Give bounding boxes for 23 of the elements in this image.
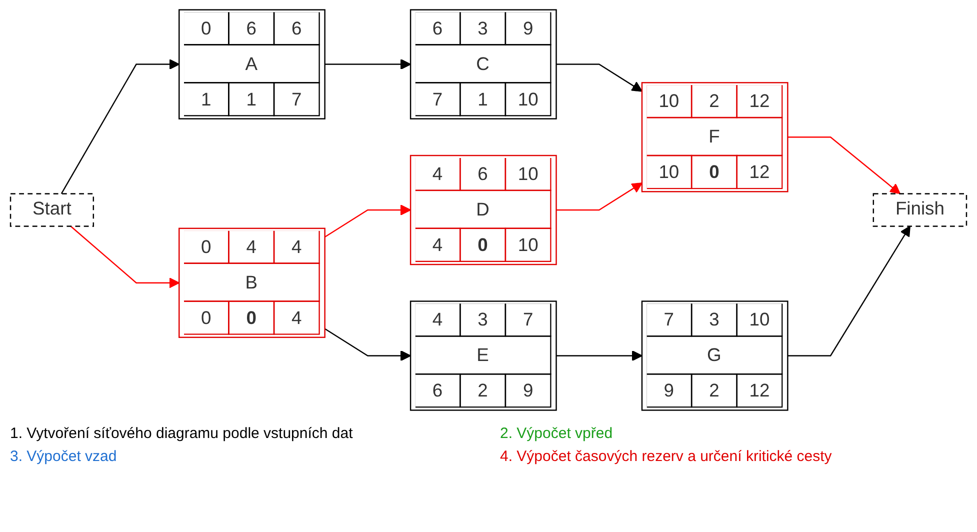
node-box: Finish xyxy=(872,193,968,227)
node-box: 4 3 7 E 6 2 9 xyxy=(410,300,557,411)
node-box: 4 6 10 D 4 0 10 xyxy=(410,154,557,266)
arrow xyxy=(324,204,412,238)
arrow xyxy=(60,58,180,194)
step-note: 2. Výpočet vpřed xyxy=(500,425,614,442)
arrow xyxy=(556,350,642,362)
arrow xyxy=(324,328,412,362)
step-note: 4. Výpočet časových rezerv a určení kritické cesty xyxy=(500,448,833,465)
node-box: Start xyxy=(10,193,94,227)
step-note: 1. Vytvoření síťového diagramu podle vstupních dat xyxy=(10,425,354,442)
arrow xyxy=(556,182,642,211)
node-box: 6 3 9 C 7 1 10 xyxy=(410,9,557,120)
node-box: 7 3 10 G 9 2 12 xyxy=(641,300,788,411)
arrow xyxy=(556,64,642,92)
arrow xyxy=(70,226,180,288)
arrow xyxy=(324,58,412,70)
node-box: 0 6 6 A 1 1 7 xyxy=(178,9,326,120)
node-box: 10 2 12 F 10 0 12 xyxy=(641,82,788,192)
arrow xyxy=(788,226,910,356)
node-box: 0 4 4 B 0 0 4 xyxy=(178,228,326,338)
arrow xyxy=(788,136,901,194)
step-note: 3. Výpočet vzad xyxy=(10,448,118,465)
